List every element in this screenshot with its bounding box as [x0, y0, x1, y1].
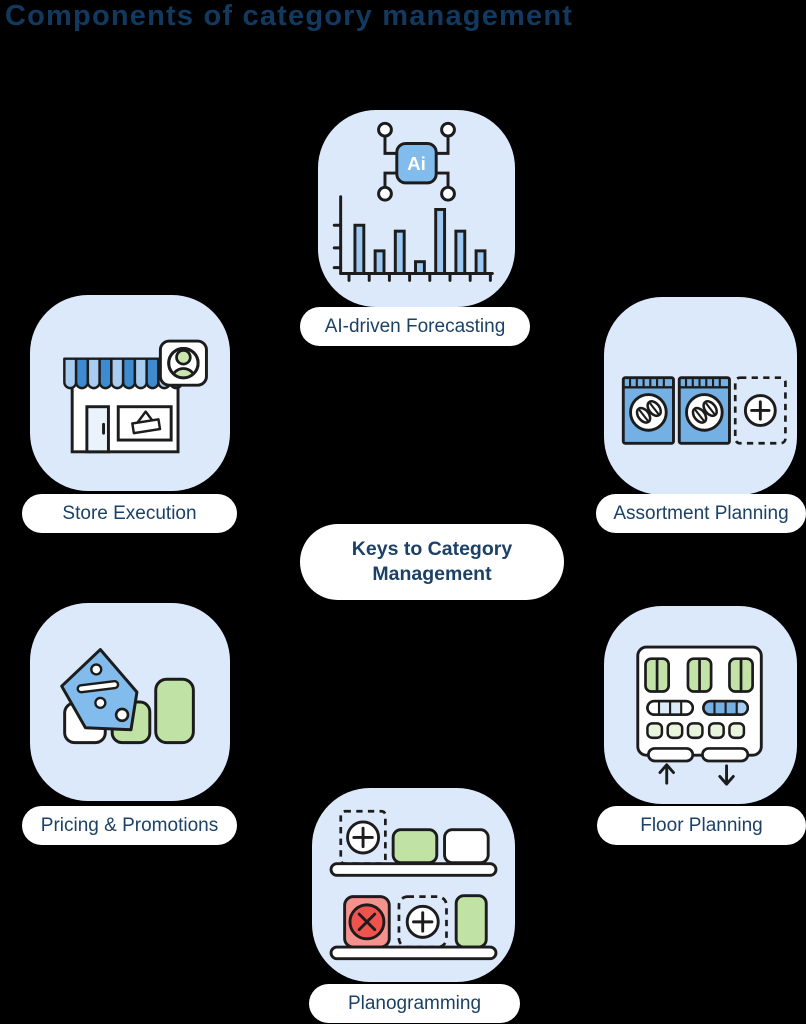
label-pill-store-execution: Store Execution — [22, 494, 237, 533]
shelf-item-green — [391, 828, 439, 865]
shelf-top — [329, 809, 498, 877]
node-label: Store Execution — [62, 502, 197, 524]
shelf-bar — [329, 945, 498, 961]
add-item-icon — [397, 895, 448, 949]
ai-chip-icon: Ai — [395, 142, 438, 185]
coffee-bag-icon — [679, 378, 729, 444]
store-building — [70, 382, 180, 454]
tag-hole — [114, 707, 130, 723]
label-pill-pricing-promotions: Pricing & Promotions — [22, 806, 237, 845]
card-assortment-planning — [604, 297, 797, 495]
center-hub-label: Keys to Category Management — [300, 524, 564, 600]
ai-chip-bar-chart-icon: Ai — [332, 121, 494, 282]
add-item-icon — [339, 809, 387, 866]
floor-plan-icon — [636, 645, 763, 786]
shelf-bar — [329, 862, 498, 877]
coffee-bag-icon — [623, 378, 673, 444]
center-label: Keys to Category Management — [351, 538, 513, 585]
discount-tag — [60, 648, 139, 732]
label-pill-assortment-planning: Assortment Planning — [596, 494, 806, 533]
floor-shelf-runs — [646, 699, 750, 716]
shelf-planogram-icon — [329, 809, 498, 961]
page-title: Components of category management — [5, 0, 574, 32]
label-pill-ai-forecasting: AI-driven Forecasting — [300, 307, 530, 346]
discount-tag-icon — [60, 648, 195, 745]
shelf-bottom — [329, 894, 498, 961]
down-arrow-icon — [718, 764, 735, 786]
remove-item-icon — [343, 895, 391, 949]
product-packages-icon — [604, 297, 787, 495]
forecast-bar-chart-icon — [332, 195, 494, 282]
label-pill-planogramming: Planogramming — [309, 984, 520, 1023]
node-label: AI-driven Forecasting — [324, 315, 506, 337]
staff-badge-icon — [158, 339, 208, 387]
card-pricing-promotions — [30, 603, 230, 801]
add-slot-icon — [733, 376, 787, 445]
card-planogramming — [312, 788, 515, 982]
shelf-item-white — [443, 828, 490, 865]
floor-bins — [646, 722, 746, 740]
chip-nodes — [377, 121, 456, 202]
node-label: Pricing & Promotions — [40, 814, 219, 836]
node-label: Floor Planning — [640, 814, 763, 836]
store-door — [85, 405, 110, 454]
shelf-item-green — [454, 894, 488, 949]
chip-label: Ai — [407, 153, 426, 174]
card-store-execution — [30, 295, 230, 491]
floor-fixtures-top — [644, 657, 754, 693]
node-label: Planogramming — [347, 992, 482, 1014]
chip-connectors — [383, 134, 450, 189]
node-label: Assortment Planning — [613, 502, 789, 524]
storefront-icon — [63, 339, 208, 454]
card-floor-planning — [604, 606, 797, 804]
window-sign — [131, 410, 162, 435]
floor-checkouts — [647, 747, 750, 763]
up-arrow-icon — [658, 763, 675, 785]
label-pill-floor-planning: Floor Planning — [597, 806, 806, 845]
card-ai-forecasting: Ai — [318, 110, 515, 307]
price-block-green-tall — [154, 677, 195, 745]
